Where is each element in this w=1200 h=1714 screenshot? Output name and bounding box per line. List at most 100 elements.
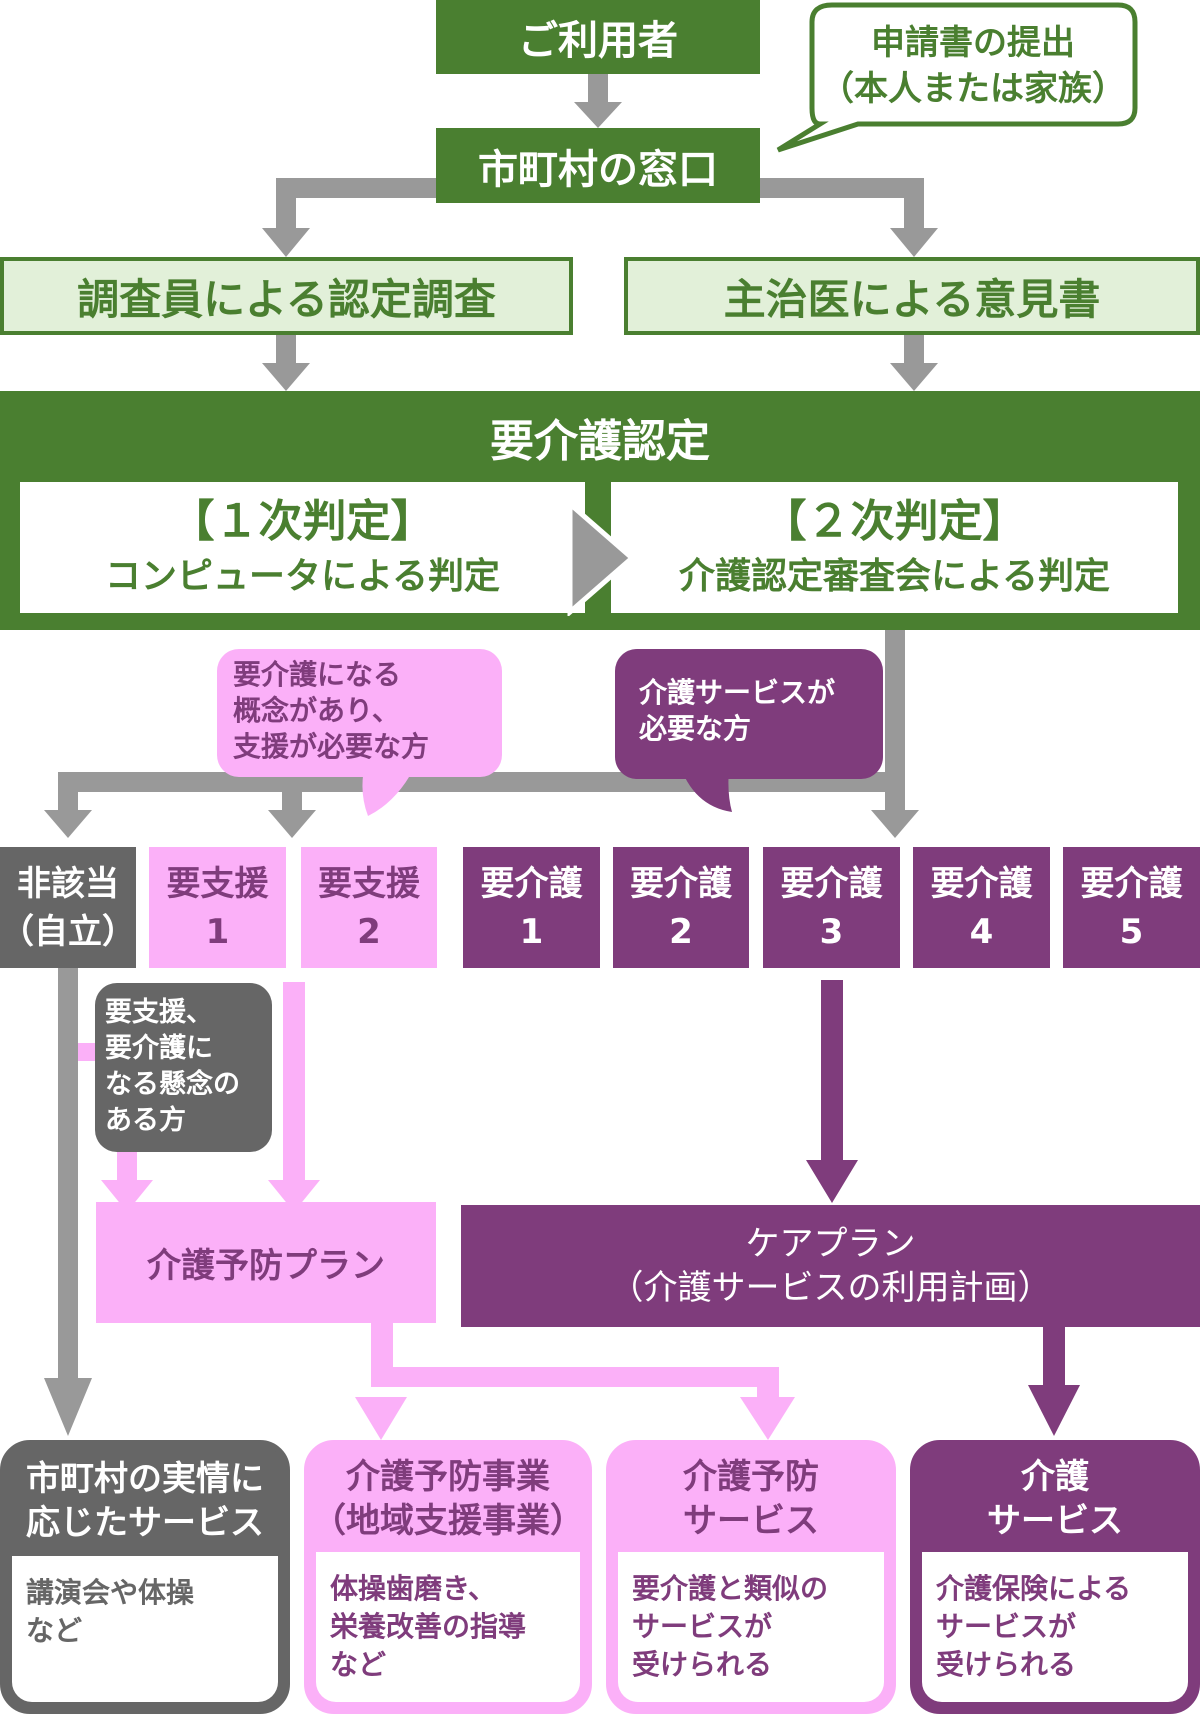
level-line2: 1 xyxy=(519,911,544,952)
doctor-opinion-label: 主治医による意見書 xyxy=(723,274,1101,324)
service-title-line: （地域支援事業） xyxy=(312,1501,584,1541)
risk-callout-line-4: ある方 xyxy=(105,1105,186,1136)
risk-callout-line-1: 要支援、 xyxy=(105,997,213,1028)
level-support-1: 要支援 1 xyxy=(149,847,286,968)
care-plan-box: ケアプラン （介護サービスの利用計画） xyxy=(461,1205,1200,1327)
care-callout-line-2: 必要な方 xyxy=(639,712,752,745)
certification-title: 要介護認定 xyxy=(490,416,710,467)
risk-callout: 要支援、 要介護に なる懸念の ある方 xyxy=(95,983,272,1152)
level-care-3: 要介護 3 xyxy=(763,847,900,968)
bubble-line-1: 申請書の提出 xyxy=(871,23,1075,63)
user-box: ご利用者 xyxy=(436,0,760,74)
service-title-line: 介護予防事業 xyxy=(346,1457,550,1497)
first-judgment-desc: コンピュータによる判定 xyxy=(105,555,500,597)
service-title-line: 応じたサービス xyxy=(26,1503,264,1543)
municipal-window-label: 市町村の窓口 xyxy=(478,146,718,193)
level-independent: 非該当 （自立） xyxy=(0,847,136,968)
service-title: 介護予防 サービス xyxy=(612,1446,890,1552)
arrow-to-care xyxy=(871,810,919,838)
prevention-plan-box: 介護予防プラン xyxy=(96,1202,436,1323)
service-title-line: サービス xyxy=(987,1501,1123,1541)
risk-callout-line-3: なる懸念の xyxy=(105,1069,240,1100)
connector-branch-left xyxy=(276,178,438,198)
service-body-line: 要介護と類似の xyxy=(632,1572,829,1605)
arrow-doctor-cert xyxy=(890,363,938,391)
arrow-to-care-service xyxy=(1028,1385,1080,1436)
survey-box: 調査員による認定調査 xyxy=(0,257,573,335)
prevention-plan-label: 介護予防プラン xyxy=(147,1246,385,1286)
level-line1: 要支援 xyxy=(318,863,420,904)
level-line1: 要介護 xyxy=(780,863,883,904)
service-title: 介護 サービス xyxy=(916,1446,1194,1552)
level-line2: 3 xyxy=(819,911,844,952)
arrow-to-survey xyxy=(262,228,310,257)
service-body-line: 体操歯磨き、 xyxy=(330,1572,497,1605)
connector-care-levels-plan xyxy=(821,980,843,1160)
level-care-1: 要介護 1 xyxy=(463,847,600,968)
arrow-to-care-plan xyxy=(806,1160,858,1203)
connector-user-window xyxy=(588,74,608,104)
risk-callout-line-2: 要介護に xyxy=(105,1033,213,1064)
arrow-to-local-services xyxy=(44,1378,92,1436)
municipal-window-box: 市町村の窓口 xyxy=(436,128,760,203)
level-line1: 要介護 xyxy=(480,863,583,904)
arrow-support-to-prevention-plan xyxy=(268,1180,320,1212)
level-line1: 要支援 xyxy=(166,863,269,904)
support-callout-line-3: 支援が必要な方 xyxy=(233,730,430,763)
support-callout-line-1: 要介護になる xyxy=(233,658,402,691)
level-line2: （自立） xyxy=(0,911,136,952)
connector-judgment-down xyxy=(885,630,905,810)
service-title: 介護予防事業 （地域支援事業） xyxy=(310,1446,586,1552)
second-judgment-box: 【２次判定】 介護認定審査会による判定 xyxy=(611,482,1178,613)
support-callout-line-2: 概念があり、 xyxy=(233,694,400,727)
bubble-line-2: （本人または家族） xyxy=(820,69,1126,109)
connector-branch-right xyxy=(758,178,924,198)
first-judgment-box: 【１次判定】 コンピュータによる判定 xyxy=(20,482,585,613)
level-line2: 4 xyxy=(969,911,994,952)
service-body-line: など xyxy=(26,1614,83,1647)
second-judgment-desc: 介護認定審査会による判定 xyxy=(679,555,1110,597)
arrow-to-independent xyxy=(44,810,92,838)
level-support-2: 要支援 2 xyxy=(301,847,437,968)
service-body: 体操歯磨き、 栄養改善の指導 など xyxy=(316,1552,580,1702)
certification-panel: 要介護認定 【１次判定】 コンピュータによる判定 【２次判定】 介護認定審査会に… xyxy=(0,391,1200,630)
second-judgment-label: 【２次判定】 xyxy=(762,495,1027,547)
connector-independent-services xyxy=(58,968,78,1378)
service-title-line: 市町村の実情に xyxy=(26,1459,264,1499)
survey-label: 調査員による認定調査 xyxy=(77,274,496,324)
care-callout-line-1: 介護サービスが xyxy=(639,676,836,709)
service-body-line: 受けられる xyxy=(936,1648,1077,1681)
service-body-line: サービスが xyxy=(936,1610,1077,1643)
service-title: 市町村の実情に 応じたサービス xyxy=(6,1446,284,1556)
service-prevention: 介護予防 サービス 要介護と類似の サービスが 受けられる xyxy=(606,1440,896,1714)
arrow-to-support xyxy=(268,810,316,838)
service-title-line: 介護予防 xyxy=(683,1457,819,1497)
care-plan-line-2: （介護サービスの利用計画） xyxy=(609,1268,1052,1308)
service-body-line: 講演会や体操 xyxy=(26,1576,195,1609)
service-care: 介護 サービス 介護保険による サービスが 受けられる xyxy=(910,1440,1200,1714)
connector-support-prevention-plan xyxy=(283,982,305,1180)
level-care-5: 要介護 5 xyxy=(1063,847,1200,968)
service-body: 講演会や体操 など xyxy=(12,1556,278,1702)
service-body-line: 栄養改善の指導 xyxy=(330,1610,527,1643)
user-label: ご利用者 xyxy=(518,18,678,64)
level-line1: 要介護 xyxy=(930,863,1033,904)
arrow-risk-to-prevention-plan xyxy=(101,1180,153,1212)
level-line2: 1 xyxy=(205,911,230,952)
doctor-opinion-box: 主治医による意見書 xyxy=(624,257,1200,335)
service-prevention-project: 介護予防事業 （地域支援事業） 体操歯磨き、 栄養改善の指導 など xyxy=(304,1440,592,1714)
first-judgment-label: 【１次判定】 xyxy=(170,495,435,547)
arrow-to-prevention-project xyxy=(355,1397,407,1440)
service-body: 要介護と類似の サービスが 受けられる xyxy=(618,1552,884,1702)
service-local: 市町村の実情に 応じたサービス 講演会や体操 など xyxy=(0,1440,290,1714)
arrow-to-doctor xyxy=(890,228,938,257)
arrow-survey-cert xyxy=(262,363,310,391)
level-line2: 2 xyxy=(669,911,693,952)
service-body-line: サービスが xyxy=(632,1610,773,1643)
level-line2: 2 xyxy=(357,911,381,952)
level-line1: 非該当 xyxy=(17,863,119,904)
arrow-to-prevention-service xyxy=(740,1397,795,1440)
service-title-line: サービス xyxy=(683,1501,819,1541)
level-care-2: 要介護 2 xyxy=(613,847,749,968)
service-body-line: 介護保険による xyxy=(936,1572,1132,1605)
